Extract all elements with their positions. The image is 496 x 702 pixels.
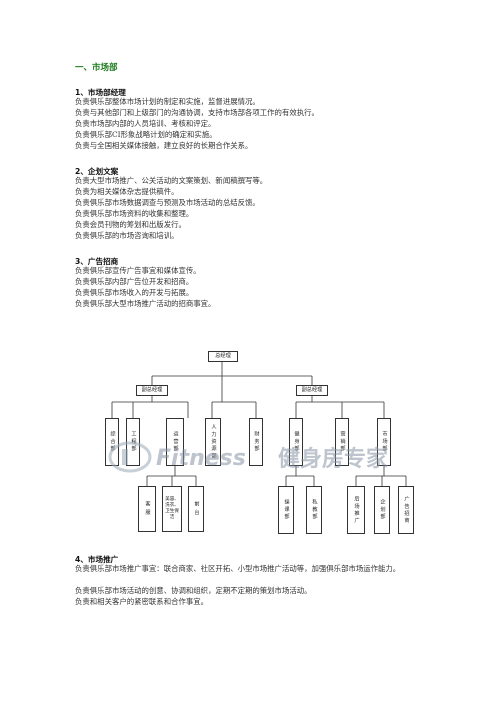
text-line: 负责与其他部门和上级部门的沟通协调，支持市场部各项工作的有效执行。 xyxy=(75,108,319,117)
org-box-dept: 财务部 xyxy=(249,418,263,466)
text-line: 负责大型市场推广、公关活动的文案策划、新闻稿撰写等。 xyxy=(75,176,268,185)
text-line: 负责俱乐部大型市场推广活动的招商事宜。 xyxy=(75,299,216,308)
org-box-sub: 前台 xyxy=(188,486,204,532)
org-box-sub: 企划部 xyxy=(374,486,390,534)
text-line: 负责和相关客户的紧密联系和合作事宜。 xyxy=(75,597,209,606)
heading-advertising: 3、广告招商 xyxy=(75,257,119,266)
org-box-sub: 私教部 xyxy=(306,486,322,534)
org-box-dept: 市场部 xyxy=(377,418,391,466)
heading-market-manager: 1、市场部经理 xyxy=(75,88,126,97)
text-line: 负责俱乐部市场资料的收集和整理。 xyxy=(75,209,194,218)
text-line: 负责与全国相关媒体接触，建立良好的长期合作关系。 xyxy=(75,141,253,150)
text-line: 负责俱乐部宣传广告事宜和媒体宣传。 xyxy=(75,266,201,275)
text-line: 负责俱乐部CI形象战略计划的确定和实施。 xyxy=(75,130,217,139)
org-box-sub: 客服 xyxy=(138,486,156,532)
text-line: 负责会员刊物的筹划和出版发行。 xyxy=(75,220,186,229)
text-line: 负责俱乐部市场推广事宜：联合商家、社区开拓、小型市场推广活动等，加强俱乐部市场运… xyxy=(75,564,401,573)
section-title: 一、市场部 xyxy=(75,63,118,73)
org-box-dept: 健身部 xyxy=(289,418,303,466)
heading-market-promotion: 4、市场推广 xyxy=(75,555,119,564)
org-chart: 总经理 副总经理 副总经理 综合部 工程部 运营部 人力资源部 财务部 健身部 … xyxy=(100,348,420,540)
org-box-sub: 广告招商 xyxy=(398,486,414,534)
text-line: 负责市场部内部的人员培训、考核和评定。 xyxy=(75,119,216,128)
text-line: 负责俱乐部整体市场计划的制定和实施，监督进展情况。 xyxy=(75,97,260,106)
org-box-deputy-right: 副总经理 xyxy=(296,385,328,396)
org-box-sub: 后场推广 xyxy=(347,486,365,534)
text-line: 负责俱乐部市场收入的开发与拓展。 xyxy=(75,288,194,297)
text-line: 负责俱乐部的市场咨询和培训。 xyxy=(75,231,179,240)
org-box-dept: 人力资源部 xyxy=(205,418,221,466)
heading-planning-copywriting: 2、企划文案 xyxy=(75,167,119,176)
text-line: 负责为相关媒体杂志提供稿件。 xyxy=(75,187,179,196)
org-box-sub: 美容、洗衣、卫生保洁 xyxy=(162,486,182,532)
text-line: 负责俱乐部市场活动的创意、协调和组织，定期不定期的策划市场活动。 xyxy=(75,586,312,595)
org-box-deputy-left: 副总经理 xyxy=(136,385,168,396)
text-line: 负责俱乐部市场数据调查与预测及市场活动的总结反馈。 xyxy=(75,198,260,207)
text-line: 负责俱乐部内部广告位开发和招商。 xyxy=(75,277,194,286)
org-box-general-manager: 总经理 xyxy=(208,351,238,362)
org-box-sub: 操课部 xyxy=(278,486,294,534)
org-box-dept: 运营部 xyxy=(166,418,184,466)
org-chart-connectors xyxy=(111,362,407,486)
org-box-dept: 营销部 xyxy=(335,418,349,466)
org-box-dept: 综合部 xyxy=(105,418,119,466)
org-box-dept: 工程部 xyxy=(126,418,140,466)
